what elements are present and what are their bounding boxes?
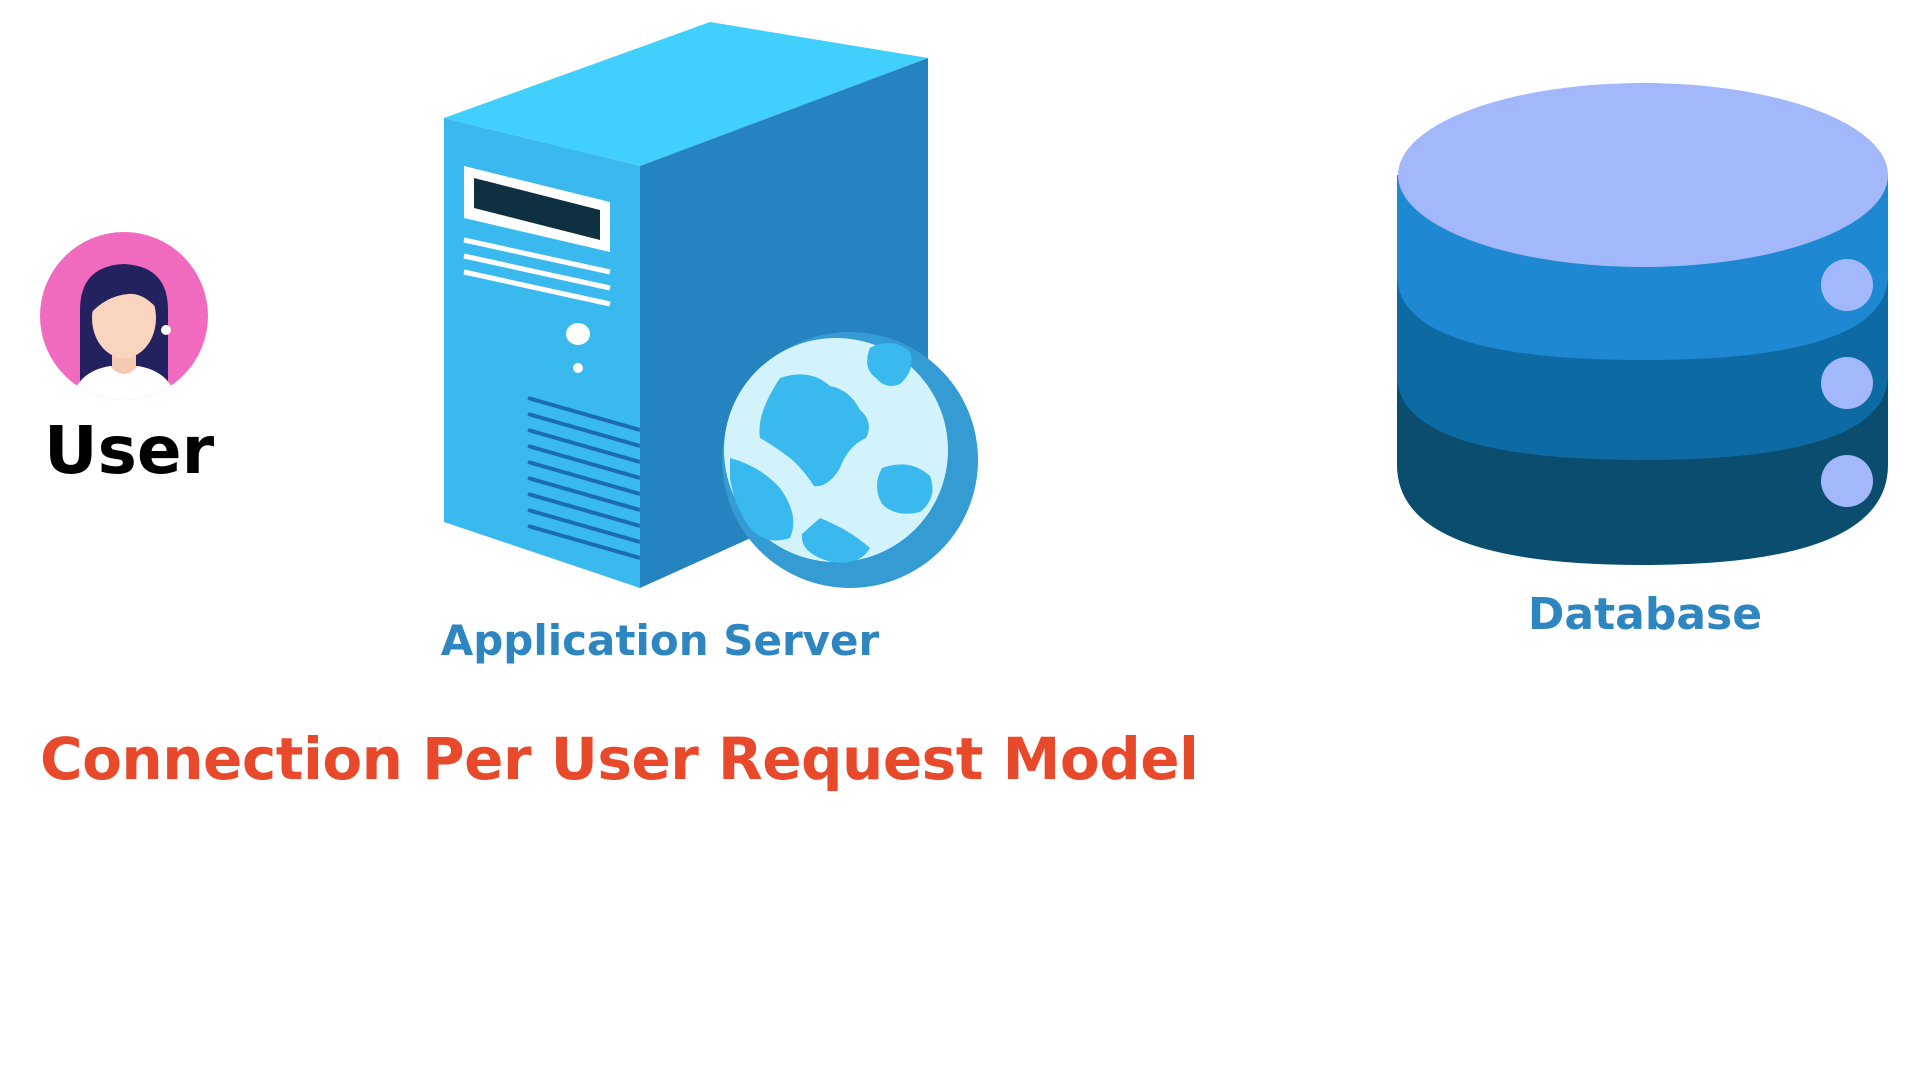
user-label: User (44, 412, 215, 489)
app-server-label: Application Server (440, 616, 880, 665)
user-avatar-icon (40, 232, 208, 400)
database-icon (1397, 83, 1888, 565)
database-label: Database (1527, 589, 1763, 640)
diagram-title: Connection Per User Request Model (40, 725, 1199, 793)
server-globe-icon (444, 22, 978, 588)
